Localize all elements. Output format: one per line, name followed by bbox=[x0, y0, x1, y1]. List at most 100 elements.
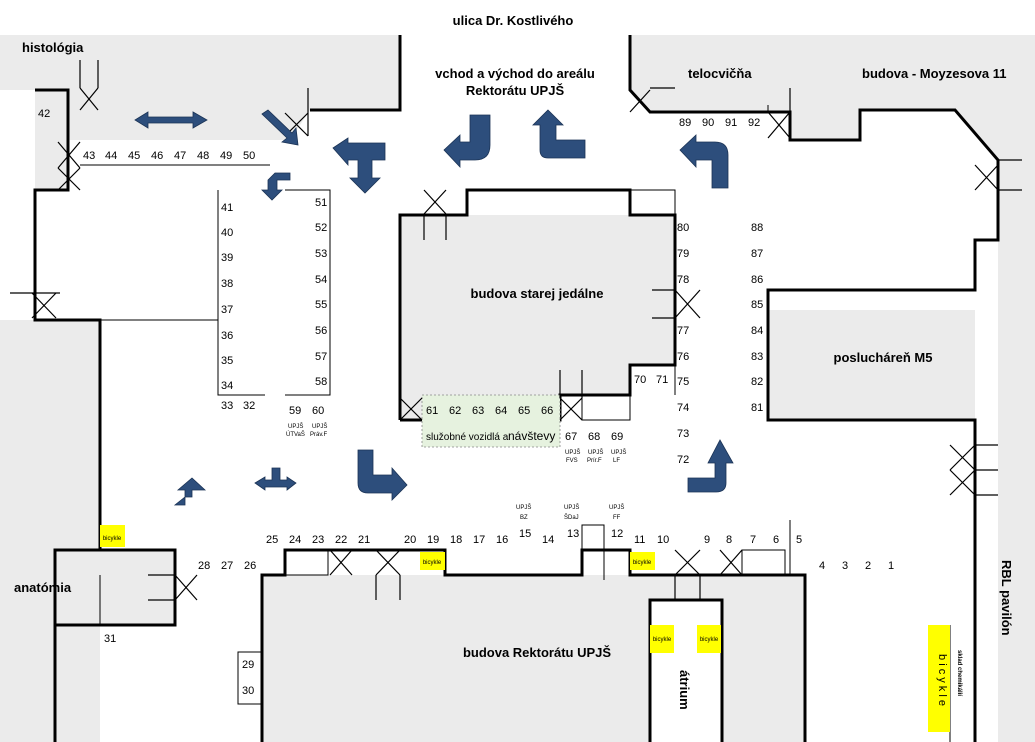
spot-number: 55 bbox=[315, 299, 327, 311]
spot-number: 24 bbox=[289, 534, 301, 546]
spot-number: 1 bbox=[888, 560, 894, 572]
rbl-pavilon-label: RBL pavilón bbox=[999, 560, 1014, 636]
spot-number: 66 bbox=[541, 405, 553, 417]
spot-number: 45 bbox=[128, 150, 140, 162]
parking-numbers: 42 43 44 45 46 47 48 49 50 41 40 39 38 3… bbox=[38, 108, 894, 697]
bicycle-label: bicykle bbox=[423, 560, 442, 566]
spot-number: 17 bbox=[473, 534, 485, 546]
main-entrance-label-1: vchod a východ do areálu bbox=[435, 66, 595, 81]
spot-number: 5 bbox=[796, 534, 802, 546]
spot-number: 49 bbox=[220, 150, 232, 162]
spot-number: 88 bbox=[751, 222, 763, 234]
spot-number: 74 bbox=[677, 402, 689, 414]
spot-number: 70 bbox=[634, 374, 646, 386]
spot-number: 44 bbox=[105, 150, 117, 162]
u-turn-arrow-icon bbox=[443, 114, 491, 169]
reserved-label: UPJŠ bbox=[588, 449, 603, 456]
gates bbox=[10, 60, 1022, 625]
spot-number: 40 bbox=[221, 227, 233, 239]
spot-number: 10 bbox=[657, 534, 669, 546]
spot-number: 8 bbox=[726, 534, 732, 546]
service-note: služobné vozidlá a bbox=[426, 432, 509, 443]
spot-number: 86 bbox=[751, 274, 763, 286]
outside-areas bbox=[0, 35, 1035, 742]
spot-number: 36 bbox=[221, 330, 233, 342]
spot-number: 12 bbox=[611, 528, 623, 540]
spot-number: 21 bbox=[358, 534, 370, 546]
spot-number: 11 bbox=[634, 534, 645, 546]
spot-number: 14 bbox=[542, 534, 554, 546]
bicycle-label: bicykle bbox=[700, 637, 719, 643]
spot-number: 72 bbox=[677, 454, 689, 466]
spot-number: 2 bbox=[865, 560, 871, 572]
bicycle-label: bicykle bbox=[103, 536, 122, 542]
spot-number: 7 bbox=[750, 534, 756, 546]
reserved-label: FVS bbox=[566, 458, 578, 464]
reserved-label: UPJŠ bbox=[564, 504, 579, 511]
spot-number: 64 bbox=[495, 405, 507, 417]
reserved-label: UPJŠ bbox=[611, 449, 626, 456]
spot-number: 9 bbox=[704, 534, 710, 546]
small-turn-arrow-icon bbox=[261, 172, 291, 201]
spot-number: 73 bbox=[677, 428, 689, 440]
spot-number: 53 bbox=[315, 248, 327, 260]
visitors-label: návštevy bbox=[508, 429, 555, 443]
spot-number: 42 bbox=[38, 108, 50, 120]
curve-arrow-icon bbox=[679, 134, 729, 189]
spot-number: 41 bbox=[221, 202, 233, 214]
spot-number: 81 bbox=[751, 402, 763, 414]
spot-number: 25 bbox=[266, 534, 278, 546]
spot-number: 3 bbox=[842, 560, 848, 572]
spot-number: 23 bbox=[312, 534, 324, 546]
reserved-label: FF bbox=[613, 515, 621, 521]
reserved-label: UPJŠ bbox=[288, 423, 303, 430]
spot-number: 50 bbox=[243, 150, 255, 162]
spot-number: 37 bbox=[221, 304, 233, 316]
up-right-arrow-icon bbox=[687, 439, 734, 493]
spot-number: 65 bbox=[518, 405, 530, 417]
reserved-label: UPJŠ bbox=[516, 504, 531, 511]
two-way-arrow-icon bbox=[134, 111, 208, 129]
rektorat-label: budova Rektorátu UPJŠ bbox=[463, 645, 611, 660]
atrium-label: átrium bbox=[677, 670, 692, 710]
main-entrance-label-2: Rektorátu UPJŠ bbox=[466, 83, 565, 98]
parking-lines bbox=[80, 105, 791, 575]
spot-number: 13 bbox=[567, 528, 579, 540]
spot-number: 18 bbox=[450, 534, 462, 546]
spot-number: 38 bbox=[221, 278, 233, 290]
bicycle-vertical-label: b i c y k l e bbox=[936, 654, 948, 706]
spot-number: 82 bbox=[751, 376, 763, 388]
spot-number: 27 bbox=[221, 560, 233, 572]
spot-number: 51 bbox=[315, 197, 327, 209]
spot-number: 76 bbox=[677, 351, 689, 363]
spot-number: 15 bbox=[519, 528, 531, 540]
reserved-label: ÚTVaŠ bbox=[286, 431, 305, 438]
spot-number: 71 bbox=[656, 374, 668, 386]
spot-number: 75 bbox=[677, 376, 689, 388]
spot-number: 52 bbox=[315, 222, 327, 234]
reserved-label: UPJŠ bbox=[312, 423, 327, 430]
spot-number: 90 bbox=[702, 117, 714, 129]
reserved-label: Práv.F bbox=[310, 432, 328, 438]
bicycle-label: bicykle bbox=[633, 560, 652, 566]
spot-number: 59 bbox=[289, 405, 301, 417]
histologia-label: histológia bbox=[22, 40, 84, 55]
spot-number: 43 bbox=[83, 150, 95, 162]
spot-number: 91 bbox=[725, 117, 737, 129]
traffic-arrows bbox=[134, 109, 734, 506]
reserved-label: UPJŠ bbox=[565, 449, 580, 456]
spot-number: 78 bbox=[677, 274, 689, 286]
reserved-label: LF bbox=[613, 458, 620, 464]
spot-number: 84 bbox=[751, 325, 763, 337]
spot-number: 57 bbox=[315, 351, 327, 363]
stara-jedalen-label: budova starej jedálne bbox=[471, 286, 604, 301]
spot-number: 6 bbox=[773, 534, 779, 546]
spot-number: 83 bbox=[751, 351, 763, 363]
spot-number: 62 bbox=[449, 405, 461, 417]
reserved-label: Prír.F bbox=[587, 458, 602, 464]
spot-number: 89 bbox=[679, 117, 691, 129]
bicycle-label: bicykle bbox=[653, 637, 672, 643]
spot-number: 46 bbox=[151, 150, 163, 162]
spot-number: 80 bbox=[677, 222, 689, 234]
